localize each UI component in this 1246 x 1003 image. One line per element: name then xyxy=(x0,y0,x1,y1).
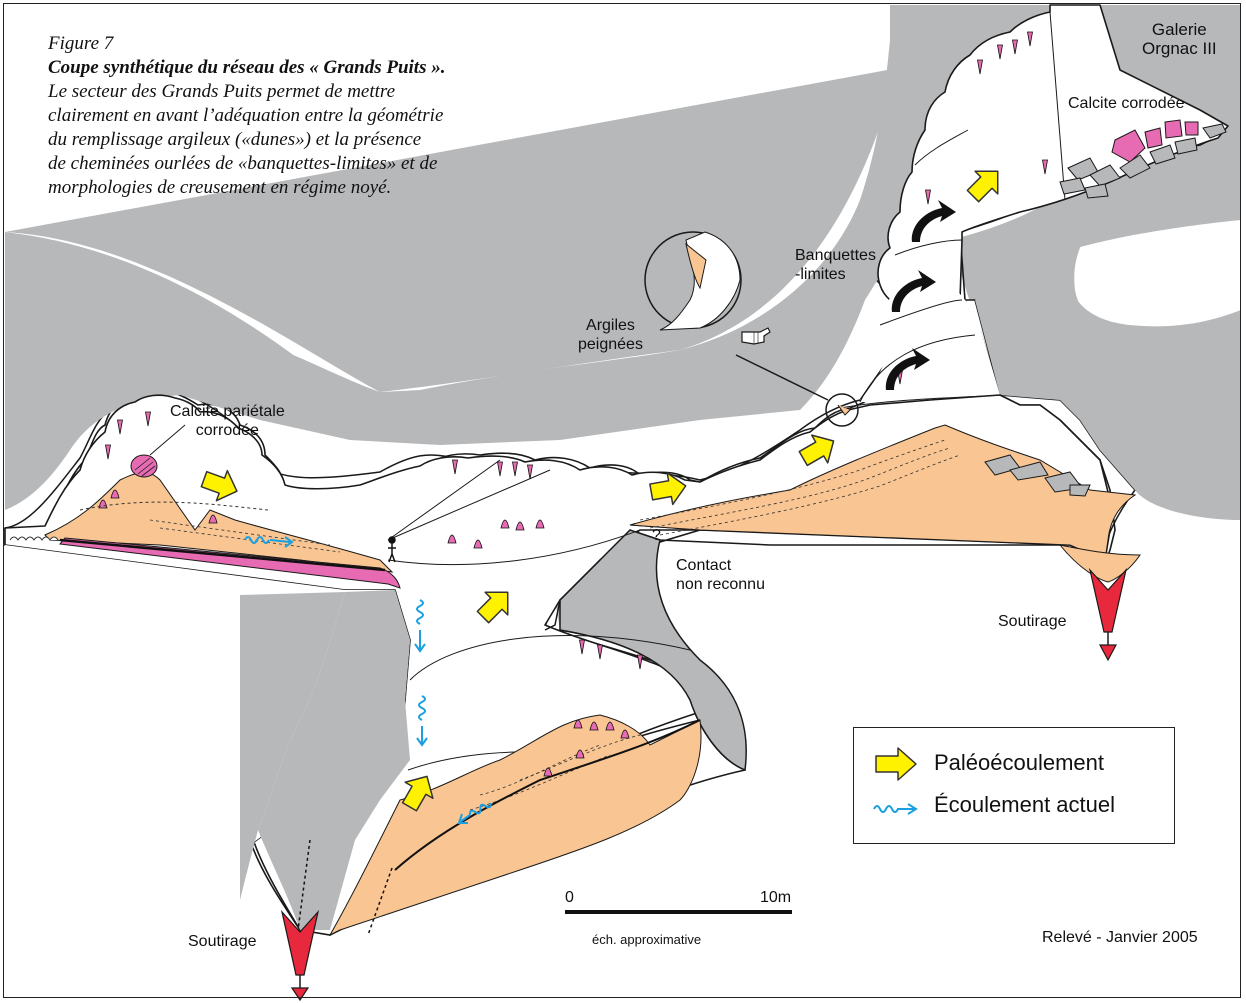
caption-line-5: morphologies de creusement en régime noy… xyxy=(48,176,588,200)
label-soutirage-left: Soutirage xyxy=(188,932,257,951)
legend-current-label: Écoulement actuel xyxy=(934,792,1115,818)
caption-line-4: de cheminées ourlées de «banquettes-limi… xyxy=(48,152,588,176)
caption-line-1: Le secteur des Grands Puits permet de me… xyxy=(48,80,588,104)
label-banquettes-line-1: Banquettes xyxy=(795,246,876,265)
label-contact-line-1: Contact xyxy=(676,556,765,575)
label-soutirage-right: Soutirage xyxy=(998,612,1067,631)
legend-current-icon xyxy=(868,794,928,824)
label-banquettes: Banquettes -limites xyxy=(795,246,876,284)
figure-title: Coupe synthétique du réseau des « Grands… xyxy=(48,56,588,80)
label-argiles-line-1: Argiles xyxy=(578,316,643,335)
label-argiles-line-2: peignées xyxy=(578,335,643,354)
label-calcite-parietale: Calcite pariétale corrodée xyxy=(170,402,285,440)
label-calcite-parietale-line-1: Calcite pariétale xyxy=(170,402,285,421)
legend-paleo-label: Paléoécoulement xyxy=(934,750,1104,776)
label-argiles: Argiles peignées xyxy=(578,316,643,354)
label-calcite-parietale-line-2: corrodée xyxy=(170,421,285,440)
caption-line-3: du remplissage argileux («dunes») et la … xyxy=(48,128,588,152)
scale-end: 10m xyxy=(760,888,791,907)
label-calcite-corrodee: Calcite corrodée xyxy=(1068,94,1185,113)
label-galerie: Galerie Orgnac III xyxy=(1142,20,1217,58)
label-contact: Contact non reconnu xyxy=(676,556,765,594)
label-galerie-line-1: Galerie xyxy=(1142,20,1217,39)
legend-box: Paléoécoulement Écoulement actuel xyxy=(853,727,1175,844)
caption-line-2: clairement en avant l’adéquation entre l… xyxy=(48,104,588,128)
label-releve: Relevé - Janvier 2005 xyxy=(1042,928,1198,947)
scale-note: éch. approximative xyxy=(592,930,701,949)
figure-number: Figure 7 xyxy=(48,32,588,56)
figure-caption: Figure 7 Coupe synthétique du réseau des… xyxy=(48,32,588,200)
legend-paleo-icon xyxy=(868,744,928,784)
label-banquettes-line-2: -limites xyxy=(795,265,876,284)
scale-start: 0 xyxy=(565,888,574,907)
label-galerie-line-2: Orgnac III xyxy=(1142,39,1217,58)
label-contact-line-2: non reconnu xyxy=(676,575,765,594)
label-question-mark: ? xyxy=(652,526,661,545)
